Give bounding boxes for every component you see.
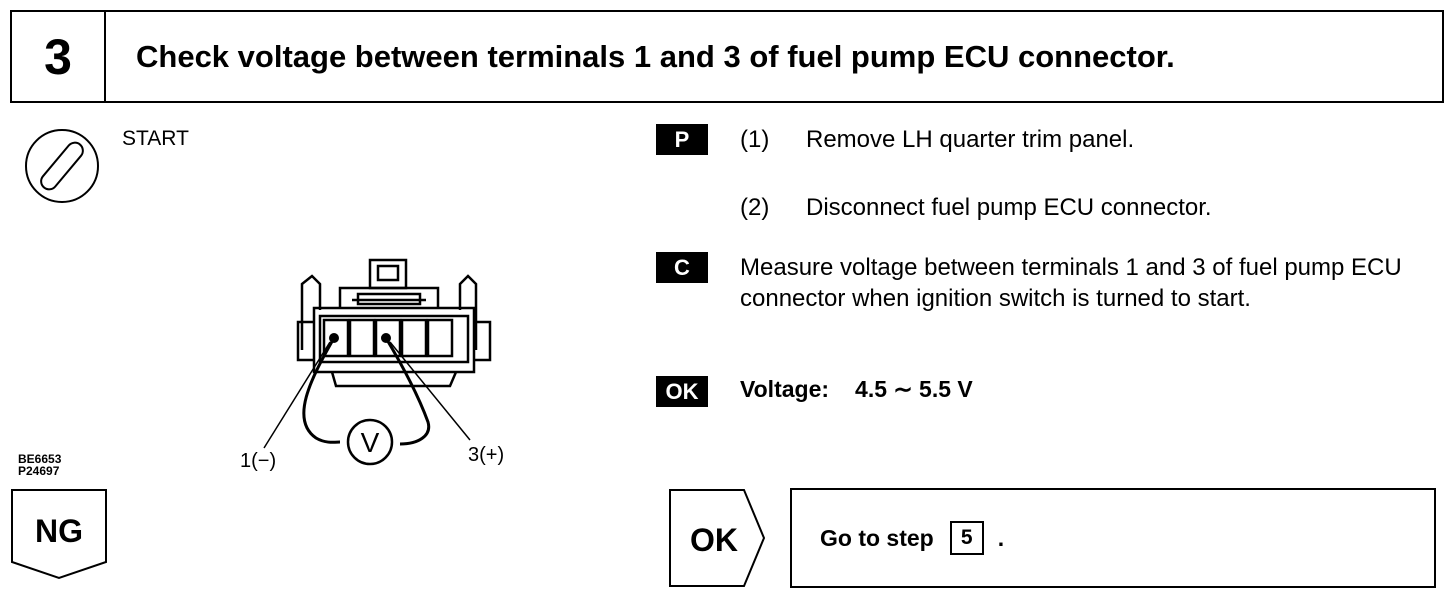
goto-step-box: Go to step 5. <box>790 488 1436 588</box>
terminal-3-label: 3(+) <box>468 444 505 466</box>
goto-prefix: Go to step <box>820 524 934 551</box>
check-instruction: Measure voltage between terminals 1 and … <box>740 254 1402 312</box>
voltage-label: Voltage: <box>740 376 830 402</box>
prep-badge: P <box>656 124 708 155</box>
prep-step-2: (2) Disconnect fuel pump ECU connector. <box>740 192 1212 223</box>
ng-label: NG <box>35 513 83 549</box>
voltage-spec: Voltage: 4.5 ∼ 5.5 V <box>740 376 973 403</box>
ok-result-marker: OK <box>669 489 766 587</box>
figure-code-2: P24697 <box>18 464 60 478</box>
voltmeter-symbol: V <box>361 427 380 458</box>
ignition-start-label: START <box>122 127 189 150</box>
goto-step-number[interactable]: 5 <box>949 521 984 555</box>
ok-spec-badge: OK <box>656 376 708 407</box>
figure-code-1: BE6653 <box>18 452 62 466</box>
prep-step-2-text: Disconnect fuel pump ECU connector. <box>806 194 1212 221</box>
prep-step-1-number: (1) <box>740 126 770 153</box>
terminal-1-label: 1(−) <box>240 450 277 472</box>
step-number: 3 <box>10 10 106 103</box>
step-title: Check voltage between terminals 1 and 3 … <box>106 10 1444 103</box>
voltage-value: 4.5 ∼ 5.5 V <box>855 376 973 402</box>
voltmeter-icon <box>346 418 394 466</box>
check-badge: C <box>656 252 708 283</box>
prep-step-1: (1) Remove LH quarter trim panel. <box>740 124 1134 155</box>
goto-suffix: . <box>997 524 1005 551</box>
ng-result-marker: NG <box>11 489 107 580</box>
prep-step-2-number: (2) <box>740 194 770 221</box>
connector-diagram: V <box>263 258 492 466</box>
prep-step-1-text: Remove LH quarter trim panel. <box>806 126 1135 153</box>
ignition-start-icon <box>25 129 99 203</box>
ok-label: OK <box>690 522 738 558</box>
